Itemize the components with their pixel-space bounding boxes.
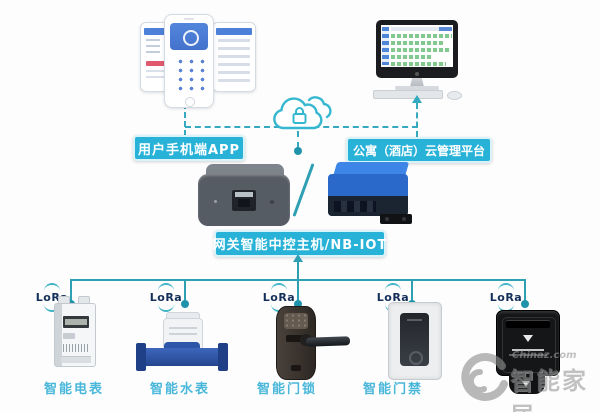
monitor-base bbox=[395, 86, 439, 90]
ethernet-port bbox=[232, 190, 256, 211]
phone-center bbox=[164, 14, 214, 108]
arrow-to-gateway bbox=[293, 254, 303, 262]
meter-lcd bbox=[63, 316, 89, 328]
app-icon-grid bbox=[172, 55, 206, 91]
phone-highlight-bar bbox=[146, 61, 177, 66]
drop-line-2 bbox=[184, 279, 186, 305]
monitor-logo-dot bbox=[415, 72, 419, 76]
dashed-line-app bbox=[184, 103, 186, 136]
dashed-line-platform bbox=[416, 103, 418, 137]
meter-body bbox=[54, 303, 96, 367]
phone-menu-lines bbox=[146, 39, 160, 57]
platform-label-tag: 公寓（酒店）云管理平台 bbox=[346, 137, 492, 163]
screen-toolbar bbox=[391, 27, 452, 31]
app-logo-icon bbox=[183, 30, 199, 46]
node-label-door-lock: 智能门锁 bbox=[256, 382, 317, 397]
gateway-button bbox=[270, 200, 274, 204]
signal-arc-icon bbox=[158, 283, 174, 291]
monitor bbox=[376, 20, 458, 78]
phone-right bbox=[212, 22, 256, 92]
nbiot-body bbox=[328, 174, 408, 216]
keyboard bbox=[373, 90, 443, 99]
insert-arrow-icon bbox=[523, 335, 533, 342]
phone-speaker bbox=[184, 18, 194, 20]
platform-label-text: 公寓（酒店）云管理平台 bbox=[352, 143, 485, 158]
mobile-app-illustration bbox=[140, 14, 256, 110]
node-dot-3 bbox=[294, 300, 302, 308]
lora-label: LoRa bbox=[376, 291, 410, 304]
signal-arc-icon bbox=[271, 283, 287, 291]
cloud-platform-illustration bbox=[370, 18, 470, 100]
lora-label: LoRa bbox=[489, 291, 523, 304]
gateway-led bbox=[214, 200, 217, 203]
phone-home-button bbox=[185, 97, 195, 107]
drop-line-1 bbox=[70, 279, 72, 305]
app-label-tag: 用户手机端APP bbox=[133, 135, 245, 161]
cloud-icon bbox=[273, 96, 332, 130]
lock-keypad bbox=[284, 313, 308, 329]
gateway-label-tag: 网关智能中控主机/NB-IOT bbox=[212, 230, 388, 257]
dashed-line-cloud-down bbox=[297, 131, 299, 148]
nbiot-front-panel bbox=[328, 196, 408, 216]
switch-body bbox=[496, 310, 560, 376]
screen-toolbar-chip bbox=[439, 27, 452, 31]
slash-divider bbox=[292, 163, 315, 217]
app-label-text: 用户手机端APP bbox=[137, 142, 241, 158]
smart-water-meter-illustration bbox=[136, 312, 228, 374]
smart-door-lock-illustration bbox=[274, 306, 352, 380]
signal-arc-icon bbox=[385, 283, 401, 291]
node-label-access-control: 智能门禁 bbox=[362, 382, 423, 397]
access-reader-window bbox=[400, 313, 429, 366]
gateway-body bbox=[198, 174, 290, 226]
phone-list-lines bbox=[218, 39, 250, 83]
gateway-label-text: 网关智能中控主机/NB-IOT bbox=[212, 238, 388, 253]
screen-sidebar bbox=[382, 27, 389, 65]
signal-arc-icon bbox=[498, 283, 514, 291]
node-dot-5 bbox=[521, 300, 529, 308]
meter-pipe bbox=[136, 348, 228, 366]
lora-label: LoRa bbox=[149, 291, 183, 304]
phone-header bbox=[216, 28, 252, 35]
monitor-screen bbox=[381, 25, 453, 67]
nbiot-module-illustration bbox=[326, 162, 414, 228]
trunk-line bbox=[297, 262, 299, 305]
signal-arc-icon bbox=[44, 304, 60, 312]
drop-line-5 bbox=[524, 279, 526, 305]
signal-arc-icon bbox=[158, 304, 174, 312]
node-dot-2 bbox=[181, 300, 189, 308]
mouse bbox=[447, 91, 462, 100]
signal-arc-icon bbox=[44, 283, 60, 291]
card-slot bbox=[506, 320, 550, 328]
node-label-electric-meter: 智能电表 bbox=[43, 382, 104, 397]
phone-header bbox=[144, 28, 180, 35]
arrow-to-monitor bbox=[412, 95, 422, 103]
cloud-drop-endpoint bbox=[294, 147, 302, 155]
bus-line bbox=[71, 279, 526, 281]
switch-lower-part bbox=[509, 374, 545, 394]
smart-access-control-illustration bbox=[388, 300, 442, 380]
reader-circle bbox=[409, 351, 423, 365]
lock-handle bbox=[305, 336, 351, 347]
lock-icon bbox=[292, 107, 307, 124]
monitor-stand bbox=[410, 78, 424, 87]
lora-label: LoRa bbox=[262, 291, 296, 304]
drop-line-4 bbox=[411, 279, 413, 305]
access-plate bbox=[388, 302, 442, 380]
gateway-box-illustration bbox=[198, 164, 292, 228]
smart-electric-meter-illustration bbox=[46, 294, 104, 374]
card-power-switch-illustration bbox=[496, 308, 560, 396]
node-label-water-meter: 智能水表 bbox=[149, 382, 210, 397]
mounting-bracket bbox=[380, 214, 412, 224]
screen-room-grid bbox=[391, 34, 452, 66]
nbiot-ports bbox=[334, 201, 376, 212]
lora-badge-2: LoRa bbox=[144, 283, 188, 312]
app-banner bbox=[170, 23, 208, 50]
